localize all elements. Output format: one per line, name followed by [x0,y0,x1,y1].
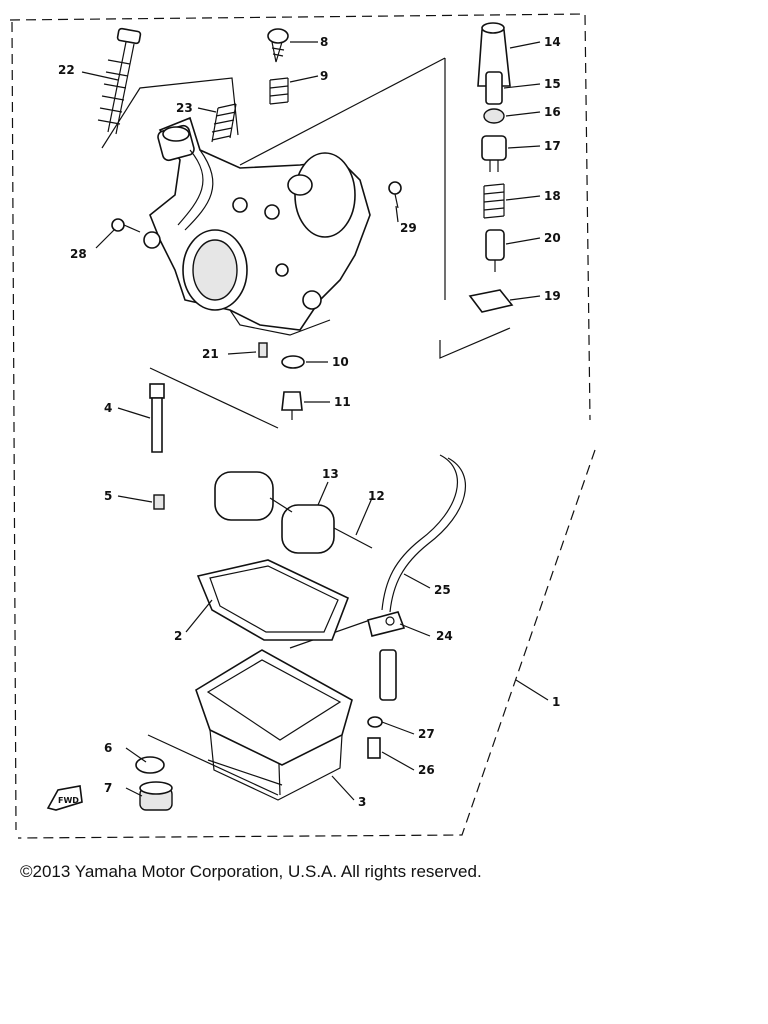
part-27-washer [367,716,383,728]
callout-23: 23 [176,101,193,115]
part-17-adjuster [481,135,507,172]
part-11-jet [281,391,303,420]
part-21-jet [258,342,268,358]
part-18-spring [483,183,505,219]
part-19-plate [468,289,514,313]
part-23-spring [211,103,237,143]
copyright-notice: ©2013 Yamaha Motor Corporation, U.S.A. A… [20,862,482,881]
callout-5: 5 [104,489,112,503]
carburetor-exploded-diagram: FWD [9,13,596,839]
callout-9: 9 [320,69,328,83]
leader-lines [81,41,549,801]
part-16-nut [483,108,505,124]
fwd-label: FWD [58,796,79,805]
overflow-pipe [379,649,397,701]
part-13-float [214,471,335,554]
callout-8: 8 [320,35,328,49]
callout-14: 14 [544,35,561,49]
part-9-spring [269,77,289,105]
callout-29: 29 [400,221,417,235]
part-25-fuel-hose [381,454,466,613]
callout-1: 1 [552,695,560,709]
callout-16: 16 [544,105,561,119]
callout-11: 11 [334,395,351,409]
callout-7: 7 [104,781,112,795]
callout-13: 13 [322,467,339,481]
part-10-o-ring [281,355,305,369]
callout-12: 12 [368,489,385,503]
callout-19: 19 [544,289,561,303]
callout-26: 26 [418,763,435,777]
callout-20: 20 [544,231,561,245]
part-4-needle-jet [149,383,165,453]
carburetor-body [143,116,371,336]
callout-10: 10 [332,355,349,369]
part-28-screw [111,218,141,233]
part-29-screw [388,181,402,209]
callout-24: 24 [436,629,453,643]
fwd-arrow-icon: FWD [46,785,83,811]
assembly-boundary [9,13,596,839]
callout-28: 28 [70,247,87,261]
part-3-float-bowl [195,649,353,801]
callout-2: 2 [174,629,182,643]
part-2-gasket [196,559,350,641]
part-15-sleeve [485,71,503,105]
callout-21: 21 [202,347,219,361]
callout-4: 4 [104,401,112,415]
callout-labels: 1 2 3 4 5 6 7 8 9 10 11 12 13 14 15 16 1… [58,35,561,809]
part-26-screw [367,737,381,759]
part-5-main-jet [153,494,165,510]
part-6-o-ring [135,756,165,774]
callout-18: 18 [544,189,561,203]
part-22-long-screw [97,27,142,135]
part-8-screw [267,28,289,63]
part-20-plunger [485,229,505,272]
part-7-drain-plug [139,781,173,811]
callout-6: 6 [104,741,112,755]
callout-15: 15 [544,77,561,91]
callout-17: 17 [544,139,561,153]
callout-25: 25 [434,583,451,597]
callout-27: 27 [418,727,435,741]
callout-3: 3 [358,795,366,809]
callout-22: 22 [58,63,75,77]
part-14-cap [477,22,511,87]
part-12-pin [333,527,373,549]
part-24-plate [367,611,406,637]
